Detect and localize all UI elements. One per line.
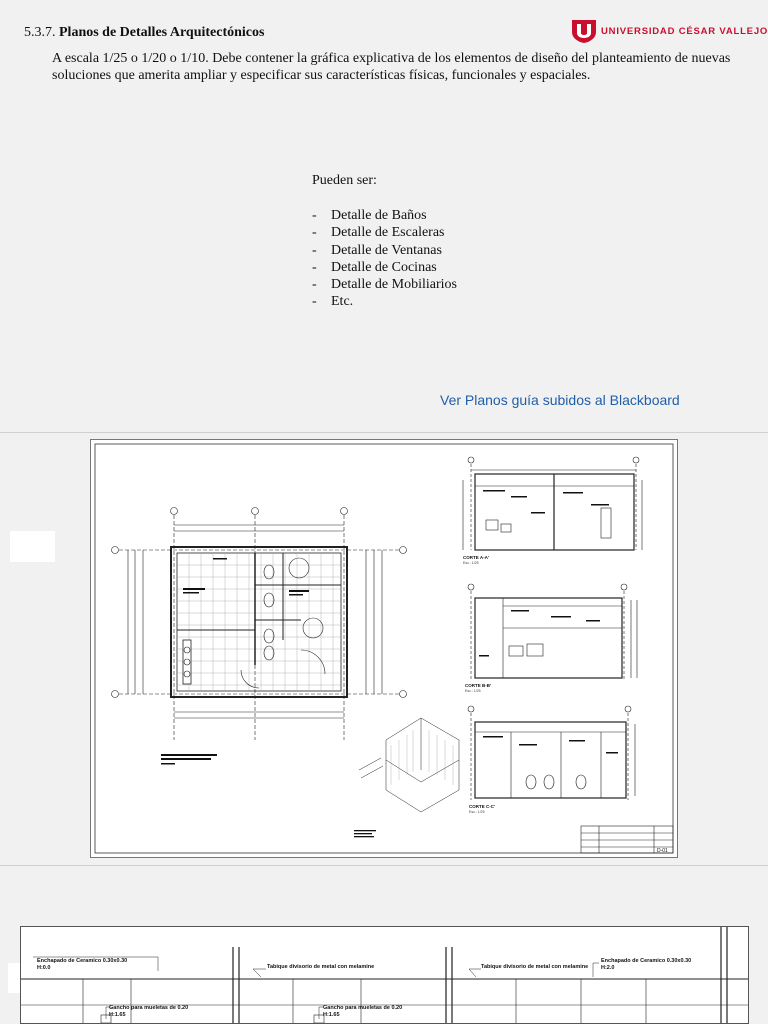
detail-types-list: -Detalle de Baños -Detalle de Escaleras … xyxy=(312,207,457,311)
note-ceramic-left: Enchapado de Ceramico 0.30x0.30 xyxy=(37,958,127,964)
page-separator xyxy=(0,432,768,433)
elevation-detail-sheet[interactable]: Enchapado de Ceramico 0.30x0.30 H:0.0 Ta… xyxy=(20,926,749,1024)
page-marker xyxy=(8,963,20,993)
section-heading: 5.3.7. Planos de Detalles Arquitectónico… xyxy=(24,25,264,41)
page-marker xyxy=(10,531,55,562)
section-b-label: CORTE B-B' xyxy=(465,683,491,688)
note-partition-left: Tabique divisorio de metal con melamine xyxy=(267,964,374,970)
section-title: Planos de Detalles Arquitectónicos xyxy=(59,25,265,40)
section-c-scale: Esc.: 1/25 xyxy=(469,810,485,814)
section-a-scale: Esc.: 1/25 xyxy=(463,561,479,565)
page-separator xyxy=(0,865,768,866)
list-item: -Detalle de Mobiliarios xyxy=(312,277,457,293)
section-number: 5.3.7. xyxy=(24,25,56,40)
isometric-detail xyxy=(354,717,460,838)
note-ceramic-right: Enchapado de Ceramico 0.30x0.30 xyxy=(601,958,691,964)
section-c-drawing xyxy=(467,705,636,800)
title-block xyxy=(580,825,674,854)
blackboard-link[interactable]: Ver Planos guía subidos al Blackboard xyxy=(440,392,680,408)
list-item: -Detalle de Baños xyxy=(312,208,427,223)
elevation-drawing: Enchapado de Ceramico 0.30x0.30 H:0.0 Ta… xyxy=(21,927,748,1023)
list-item: -Etc. xyxy=(312,294,354,310)
section-a-drawing xyxy=(462,456,643,551)
university-name: UNIVERSIDAD CÉSAR VALLEJO xyxy=(601,26,768,37)
list-intro: Pueden ser: xyxy=(312,173,377,188)
list-item: -Detalle de Ventanas xyxy=(312,242,442,258)
description-paragraph: A escala 1/25 o 1/20 o 1/10. Debe conten… xyxy=(52,51,731,83)
note-hook-right-height: H:1.65 xyxy=(323,1012,340,1018)
list-item: -Detalle de Cocinas xyxy=(312,259,437,275)
section-c-label: CORTE C-C' xyxy=(469,804,495,809)
university-shield-icon xyxy=(572,20,596,43)
bathroom-detail-drawing: CORTE A-A' Esc.: 1/25 CORTE B-B' Esc.: 1… xyxy=(94,443,674,854)
sheet-code: D-01 xyxy=(657,848,668,854)
note-hook-left: Gancho para mueletas de 0.20 xyxy=(109,1005,188,1011)
list-item: -Detalle de Escaleras xyxy=(312,225,445,241)
architectural-plan-sheet[interactable]: CORTE A-A' Esc.: 1/25 CORTE B-B' Esc.: 1… xyxy=(90,439,678,858)
section-b-scale: Esc.: 1/25 xyxy=(465,689,481,693)
note-hook-left-height: H:1.65 xyxy=(109,1012,126,1018)
slide-1: 5.3.7. Planos de Detalles Arquitectónico… xyxy=(0,0,768,432)
note-partition-right: Tabique divisorio de metal con melamine xyxy=(481,964,588,970)
section-b-drawing xyxy=(467,583,638,680)
university-logo: UNIVERSIDAD CÉSAR VALLEJO xyxy=(571,18,767,46)
floor-plan xyxy=(111,507,407,765)
section-a-label: CORTE A-A' xyxy=(463,555,489,560)
note-ceramic-right-height: H:2.0 xyxy=(601,965,614,971)
note-hook-right: Gancho para mueletas de 0.20 xyxy=(323,1005,402,1011)
note-ceramic-left-height: H:0.0 xyxy=(37,965,50,971)
